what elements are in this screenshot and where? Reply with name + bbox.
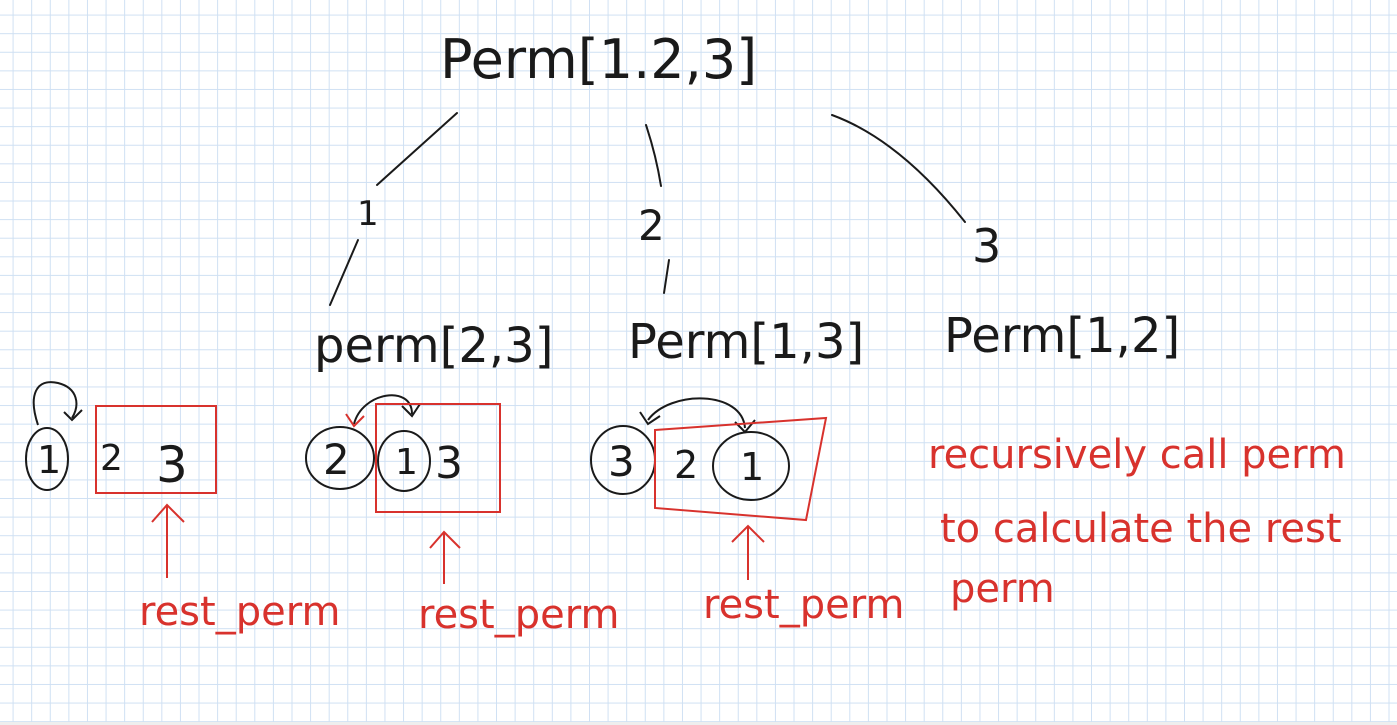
branch-1-array: 1 2 3 rest_perm bbox=[25, 381, 340, 635]
swapped-circle-2 bbox=[377, 430, 431, 492]
swap-arrowhead-2a bbox=[345, 413, 365, 428]
rest-element-3b: 1 bbox=[740, 445, 764, 489]
rest-perm-label-2: rest_perm bbox=[418, 592, 619, 638]
swap-arrowhead-2b bbox=[401, 403, 421, 418]
call-label-3: Perm[1,2] bbox=[944, 308, 1180, 364]
swap-arrow-3 bbox=[647, 397, 746, 429]
note-line-1: recursively call perm bbox=[928, 432, 1346, 478]
rest-arrow-2 bbox=[429, 530, 461, 584]
call-label-2: Perm[1,3] bbox=[628, 314, 864, 370]
rest-box-3 bbox=[654, 416, 828, 522]
rest-box-1 bbox=[95, 405, 217, 494]
chosen-element-3: 3 bbox=[608, 437, 635, 486]
rest-element-2b: 3 bbox=[435, 438, 463, 489]
rest-perm-label-1: rest_perm bbox=[139, 589, 340, 635]
page-bottom-edge bbox=[0, 722, 1397, 725]
rest-element-1b: 3 bbox=[156, 436, 188, 494]
chosen-circle-1 bbox=[25, 427, 69, 491]
branch-2-array: 2 1 3 rest_perm bbox=[305, 394, 619, 638]
edge-label-2: 2 bbox=[638, 201, 665, 250]
tree-edges bbox=[329, 112, 966, 306]
call-label-1: perm[2,3] bbox=[314, 318, 553, 374]
chosen-element-2: 2 bbox=[323, 435, 350, 484]
root-label: Perm[1.2,3] bbox=[440, 28, 757, 91]
rest-element-3a: 2 bbox=[674, 443, 698, 487]
edge-root-1 bbox=[376, 112, 458, 186]
branch-3-array: 3 2 1 rest_perm bbox=[590, 397, 904, 628]
self-loop-arrowhead bbox=[63, 409, 83, 422]
rest-arrow-1 bbox=[151, 503, 185, 578]
chosen-element-1: 1 bbox=[37, 438, 61, 482]
swapped-circle-3 bbox=[712, 431, 790, 501]
chosen-circle-2 bbox=[305, 426, 375, 490]
swap-arrowhead-3a bbox=[639, 411, 661, 426]
note-line-2: to calculate the rest bbox=[940, 506, 1342, 552]
rest-element-1a: 2 bbox=[100, 438, 123, 479]
self-loop-arrow bbox=[32, 381, 78, 426]
edge-2-call bbox=[663, 259, 670, 294]
edge-root-2 bbox=[645, 124, 662, 187]
note-line-3: perm bbox=[950, 566, 1055, 612]
explanation-note: recursively call perm to calculate the r… bbox=[928, 432, 1346, 612]
edge-root-3 bbox=[831, 114, 966, 223]
edge-1-call bbox=[329, 239, 359, 306]
rest-element-2a: 1 bbox=[395, 442, 418, 483]
rest-perm-label-3: rest_perm bbox=[703, 582, 904, 628]
rest-arrow-3 bbox=[731, 524, 765, 580]
edge-label-1: 1 bbox=[357, 194, 379, 234]
edge-label-3: 3 bbox=[972, 219, 1001, 273]
rest-box-2 bbox=[375, 403, 501, 513]
swap-arrow-2 bbox=[353, 394, 413, 425]
